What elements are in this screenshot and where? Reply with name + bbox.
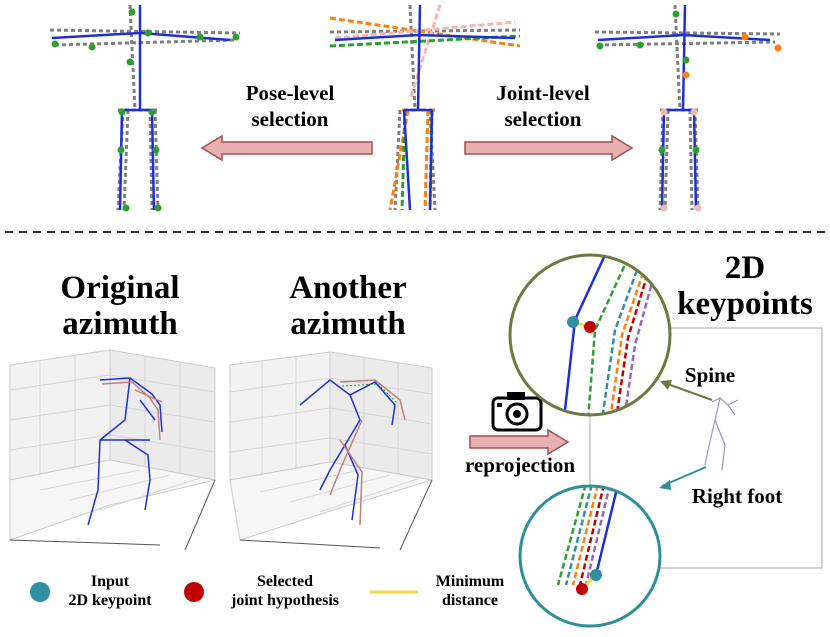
reprojection-label: reprojection [464, 453, 576, 477]
spine-pointer [661, 381, 713, 401]
arrow-pose-level [200, 134, 373, 162]
input-keypoint-marker [567, 316, 579, 328]
spine-label: Spine [684, 363, 736, 387]
selected-joint-marker-foot [576, 583, 588, 595]
keypoints-frame [589, 327, 823, 569]
plot3d-original [9, 349, 216, 551]
legend-selected-icon [184, 582, 204, 602]
skeleton-right [594, 4, 782, 212]
input-keypoint-marker-foot [590, 569, 602, 581]
zoom-circle-spine [508, 253, 672, 417]
arrow-reprojection [469, 428, 570, 456]
skeleton-left [49, 4, 241, 212]
skeleton-middle [329, 4, 521, 211]
keypoints-skeleton [704, 397, 739, 471]
plot3d-another [229, 351, 433, 551]
arrow-joint-level [464, 134, 634, 162]
camera-icon [491, 392, 543, 432]
zoom-circle-right-foot [518, 484, 662, 628]
right-foot-label: Right foot [691, 484, 783, 508]
selected-joint-marker [584, 321, 596, 333]
legend-input-icon [30, 582, 50, 602]
